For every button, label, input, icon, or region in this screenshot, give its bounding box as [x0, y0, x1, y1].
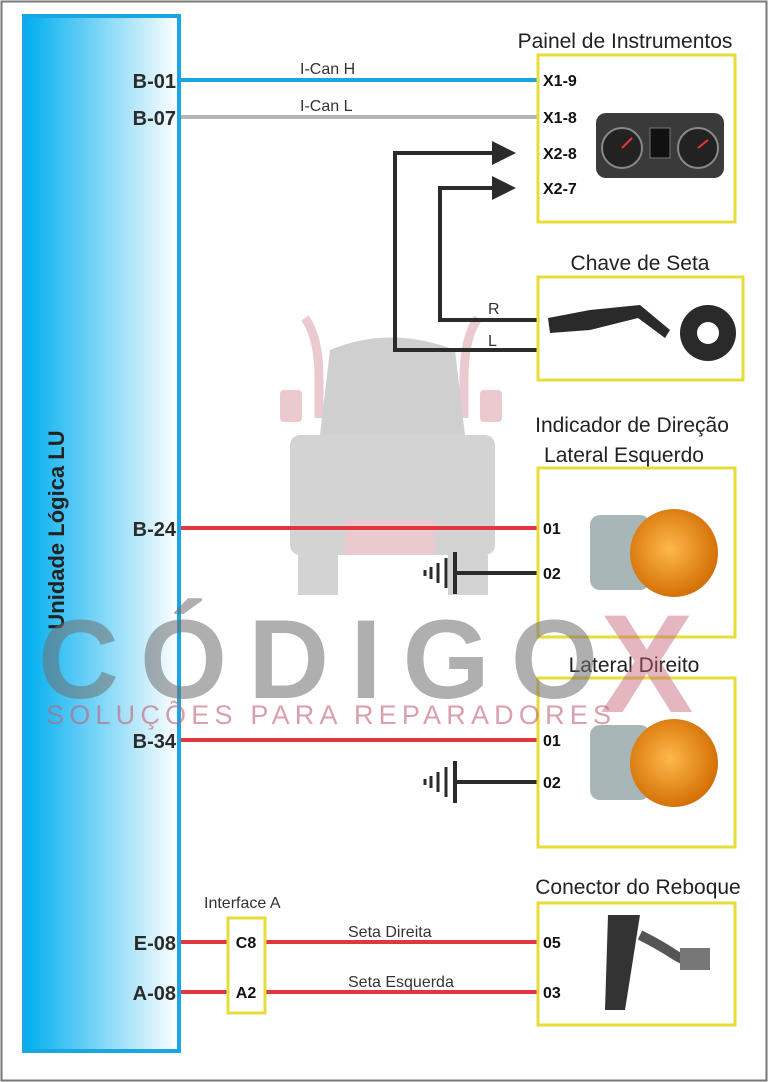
instrument-cluster-image [596, 113, 724, 178]
chave-de-seta: Chave de Seta [536, 252, 745, 382]
conector-reboque: Conector do Reboque 05 03 [535, 876, 741, 1027]
indicador-esq-title-1: Indicador de Direção [535, 414, 729, 437]
wire-seta-direita-label: Seta Direita [348, 924, 432, 941]
indicador-dir-title: Lateral Direito [569, 654, 700, 677]
indicador-esq-title-2: Lateral Esquerdo [544, 444, 704, 467]
ecu-label: Unidade Lógica LU [44, 430, 69, 629]
pin-b24: B-24 [133, 519, 177, 541]
indicador-esq-pin: 02 [543, 566, 561, 583]
pin-a08: A-08 [133, 983, 176, 1005]
ground-icon [423, 761, 538, 803]
pin-b34: B-34 [133, 731, 177, 753]
indicador-dir-pin: 02 [543, 775, 561, 792]
wire-l-label: L [488, 333, 497, 350]
turn-lamp-image [590, 719, 718, 807]
chave-title: Chave de Seta [571, 252, 710, 275]
ecu-unidade-logica: Unidade Lógica LU [22, 14, 181, 1053]
indicador-esq-pin: 01 [543, 521, 561, 538]
painel-pin: X1-9 [543, 73, 577, 90]
wire-seta-esquerda-label: Seta Esquerda [348, 974, 454, 991]
indicador-dir-pin: 01 [543, 733, 561, 750]
indicador-lateral-direito: Lateral Direito 01 02 [536, 654, 737, 849]
interface-a: Interface A C8 A2 [204, 895, 281, 1015]
wire-ican-h-label: I-Can H [300, 61, 355, 78]
ground-icon [423, 552, 538, 594]
reboque-title: Conector do Reboque [535, 876, 740, 899]
trailer-connector-image [605, 915, 710, 1010]
wire-left-signal [393, 141, 538, 352]
painel-pin: X1-8 [543, 110, 577, 127]
indicador-lateral-esquerdo: Indicador de Direção Lateral Esquerdo 01… [535, 414, 737, 639]
pin-b01: B-01 [133, 71, 176, 93]
painel-title: Painel de Instrumentos [518, 30, 733, 53]
interface-title: Interface A [204, 895, 281, 912]
painel-instrumentos: Painel de Instrumentos X1-9 X1-8 X2-8 X2… [518, 30, 737, 224]
wire-right-signal [438, 176, 538, 322]
wire-r-label: R [488, 301, 500, 318]
turn-signal-lever-image [548, 305, 736, 361]
painel-pin: X2-8 [543, 146, 577, 163]
reboque-pin: 03 [543, 985, 561, 1002]
painel-pin: X2-7 [543, 181, 577, 198]
turn-lamp-image [590, 509, 718, 597]
pin-b07: B-07 [133, 108, 176, 130]
truck-watermark [280, 315, 502, 595]
interface-pin-a2: A2 [236, 985, 257, 1002]
pin-e08: E-08 [134, 933, 176, 955]
interface-pin-c8: C8 [236, 935, 257, 952]
wire-ican-l-label: I-Can L [300, 98, 353, 115]
reboque-pin: 05 [543, 935, 561, 952]
